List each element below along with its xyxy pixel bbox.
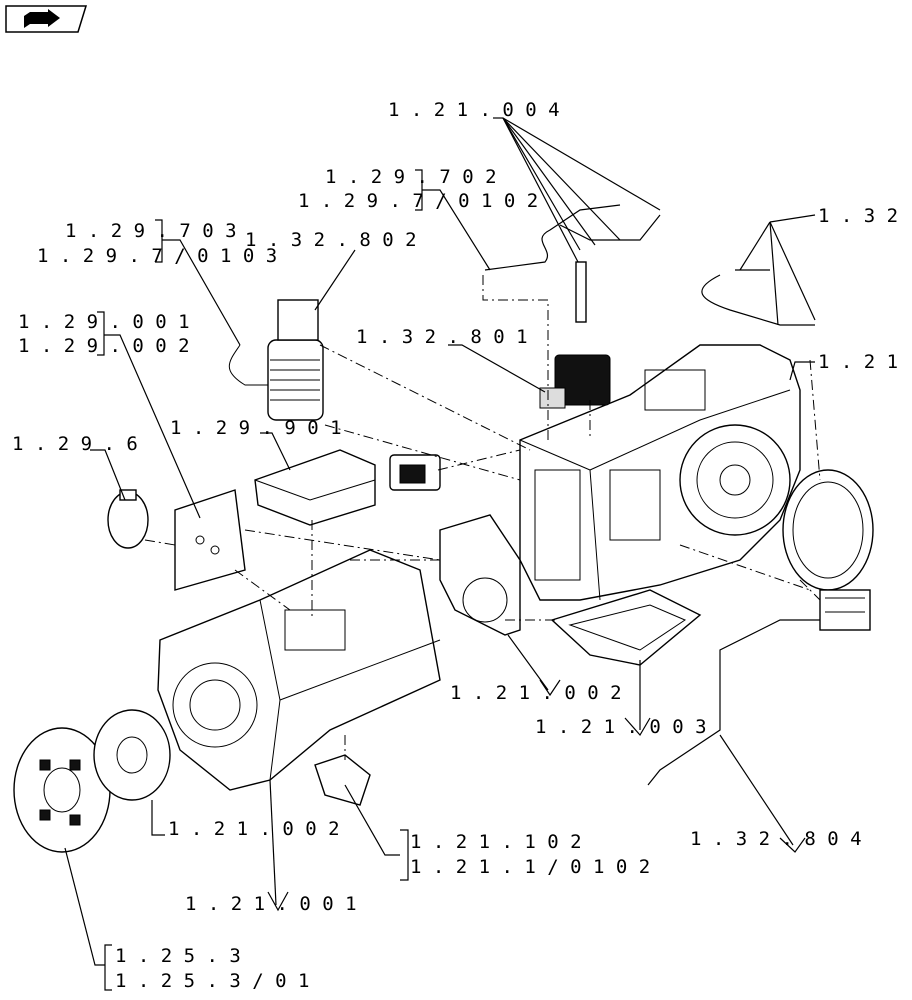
rear-transmission-housing (519, 344, 801, 601)
flywheel-plate (93, 709, 171, 801)
clutch-damper (13, 727, 111, 853)
callout-1-21: 1 . 2 1 . (818, 351, 912, 373)
callout-1-32-8-02: 1 . 3 2 . 8 0 2 (245, 229, 417, 251)
callout-1-21-0-01: 1 . 2 1 . 0 0 1 (185, 893, 357, 915)
control-valve-right (819, 589, 871, 631)
callout-1-29-7-03: 1 . 2 9 . 7 0 3 (65, 220, 237, 242)
callout-1-21-1-01-02: 1 . 2 1 . 1 / 0 1 0 2 (410, 856, 650, 878)
callout-1-29-6: 1 . 2 9 . 6 (12, 433, 138, 455)
leader-lines (64, 117, 816, 991)
hydraulic-filter (228, 299, 324, 421)
callout-1-21-0-03: 1 . 2 1 . 0 0 3 (535, 716, 707, 738)
next-page-button[interactable] (5, 5, 88, 33)
next-page-icon (24, 9, 60, 28)
front-transmission-housing (157, 549, 441, 791)
callout-1-21-0-02-a: 1 . 2 1 . 0 0 2 (450, 682, 622, 704)
callout-1-29-0-01: 1 . 2 9 . 0 0 1 (18, 311, 190, 333)
callout-1-29-7-02: 1 . 2 9 . 7 0 2 (325, 166, 497, 188)
callout-1-29-0-02: 1 . 2 9 . 0 0 2 (18, 335, 190, 357)
accumulator (107, 489, 149, 549)
callout-1-21-1-02: 1 . 2 1 . 1 0 2 (410, 831, 582, 853)
callout-1-29-9-01: 1 . 2 9 . 9 0 1 (170, 417, 342, 439)
cover-plate (174, 489, 246, 591)
support-bracket (314, 754, 371, 806)
seal-ring (782, 469, 874, 591)
callout-1-32-8-04: 1 . 3 2 . 8 0 4 (690, 828, 862, 850)
callout-1-32: 1 . 3 2 . (818, 205, 912, 227)
intermediate-plate (439, 514, 521, 636)
callout-1-25-3: 1 . 2 5 . 3 (115, 945, 241, 967)
callout-1-21-0-04: 1 . 2 1 . 0 0 4 (388, 99, 560, 121)
callout-1-25-3-01: 1 . 2 5 . 3 / 0 1 (115, 970, 309, 992)
callout-1-32-8-01: 1 . 3 2 . 8 0 1 (356, 326, 528, 348)
control-valve-block (254, 449, 376, 526)
pipes (484, 204, 820, 786)
oil-sump-plate (550, 589, 702, 666)
callout-1-29-7-01-02: 1 . 2 9 . 7 / 0 1 0 2 (298, 190, 538, 212)
callout-1-21-0-02-b: 1 . 2 1 . 0 0 2 (168, 818, 340, 840)
callout-labels: 1 . 2 1 . 0 0 4 1 . 2 9 . 7 0 2 1 . 2 9 … (12, 99, 912, 992)
alignment-lines (144, 275, 821, 760)
solenoid-valve (389, 454, 441, 491)
callout-1-29-7-01-03: 1 . 2 9 . 7 / 0 1 0 3 (37, 245, 277, 267)
hydraulic-pump (539, 354, 611, 409)
